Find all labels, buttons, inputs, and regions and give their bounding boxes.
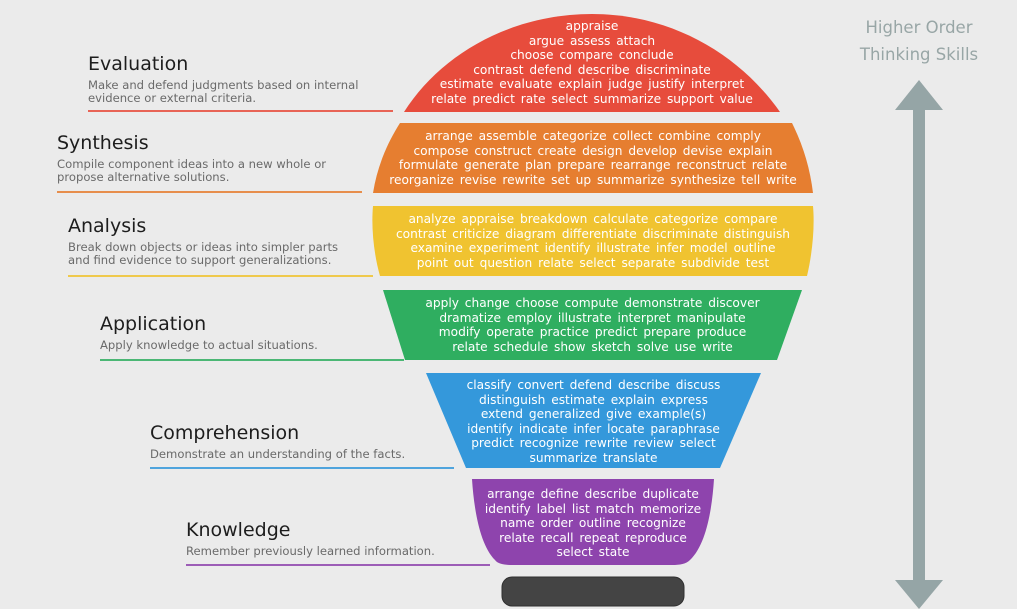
level-underline (150, 467, 454, 469)
verb-line: dramatize employ illustrate interpret ma… (439, 310, 746, 325)
level-application: Application Apply knowledge to actual si… (100, 313, 404, 361)
band-evaluation (404, 14, 780, 112)
level-title: Application (100, 313, 207, 335)
level-comprehension: Comprehension Demonstrate an understandi… (150, 422, 454, 469)
verb-line: analyze appraise breakdown calculate cat… (408, 212, 778, 226)
level-underline (68, 275, 373, 277)
level-description: Apply knowledge to actual situations. (100, 338, 318, 352)
verb-line: identify label list match memorize (484, 501, 702, 516)
verb-line: classify convert defend describe discuss (466, 378, 721, 392)
level-synthesis: Synthesis Compile component ideas into a… (57, 132, 362, 193)
verbs-application: apply change choose compute demonstrate … (383, 296, 802, 354)
band-application (383, 290, 802, 360)
level-description: evidence or external criteria. (88, 91, 257, 105)
level-description: and find evidence to support generalizat… (68, 253, 332, 267)
verb-line: extend generalized give example(s) (480, 407, 707, 422)
verb-line: compose construct create design develop … (413, 143, 773, 158)
level-description: Compile component ideas into a new whole… (57, 157, 327, 171)
verb-line: contrast criticize diagram differentiate… (395, 226, 791, 241)
level-title: Analysis (68, 215, 147, 237)
verb-line: modify operate practice predict prepare … (438, 325, 747, 340)
band-knowledge (472, 479, 714, 565)
level-evaluation: Evaluation Make and defend judgments bas… (88, 53, 393, 112)
verb-line: distinguish estimate explain express (479, 392, 708, 407)
verbs-analysis: analyze appraise breakdown calculate cat… (373, 212, 813, 270)
verb-line: relate recall repeat reproduce (499, 530, 687, 545)
verbs-comprehension: classify convert defend describe discuss… (426, 378, 761, 466)
level-title: Comprehension (150, 422, 300, 444)
verb-line: arrange define describe duplicate (487, 487, 699, 501)
double-arrow-icon (895, 80, 943, 609)
level-description: Demonstrate an understanding of the fact… (150, 447, 406, 461)
verb-line: apply change choose compute demonstrate … (425, 296, 760, 310)
higher-order-thinking-label: Higher Order Thinking Skills (845, 14, 993, 68)
band-synthesis (373, 123, 813, 193)
level-title: Evaluation (88, 53, 189, 75)
verb-line: identify indicate infer locate paraphras… (467, 421, 720, 436)
verb-line: choose compare conclude (510, 48, 674, 63)
level-title: Knowledge (186, 519, 291, 541)
level-knowledge: Knowledge Remember previously learned in… (186, 519, 490, 566)
verb-line: name order outline recognize (500, 516, 686, 531)
hots-line-2: Thinking Skills (859, 45, 979, 64)
verb-line: point out question relate select separat… (416, 255, 770, 270)
band-comprehension (426, 373, 761, 468)
level-underline (88, 110, 393, 112)
verb-line: relate schedule show sketch solve use wr… (452, 339, 733, 354)
verb-line: predict recognize rewrite review select (471, 436, 716, 451)
verb-line: formulate generate plan prepare rearrang… (398, 158, 788, 173)
level-analysis: Analysis Break down objects or ideas int… (68, 215, 373, 277)
verbs-synthesis: arrange assemble categorize collect comb… (373, 129, 813, 187)
level-description: Break down objects or ideas into simpler… (68, 240, 339, 254)
verb-line: estimate evaluate explain judge justify … (439, 77, 745, 92)
level-underline (100, 359, 404, 361)
verb-line: appraise (565, 19, 619, 33)
verb-line: argue assess attach (528, 33, 656, 48)
verb-line: summarize translate (529, 450, 658, 465)
level-underline (186, 564, 490, 566)
verb-line: contrast defend describe discriminate (473, 62, 711, 77)
band-analysis (372, 206, 814, 276)
level-title: Synthesis (57, 132, 149, 154)
hots-line-1: Higher Order (865, 18, 973, 37)
verb-line: select state (556, 545, 630, 560)
level-description: propose alternative solutions. (57, 170, 230, 184)
level-underline (57, 191, 362, 193)
verb-line: reorganize revise rewrite set up summari… (389, 172, 797, 187)
level-description: Remember previously learned information. (186, 544, 435, 558)
level-description: Make and defend judgments based on inter… (88, 78, 359, 92)
bulb-base (501, 576, 685, 607)
verb-line: arrange assemble categorize collect comb… (425, 129, 761, 143)
verb-line: relate predict rate select summarize sup… (431, 91, 753, 106)
verb-line: examine experiment identify illustrate i… (410, 241, 776, 256)
